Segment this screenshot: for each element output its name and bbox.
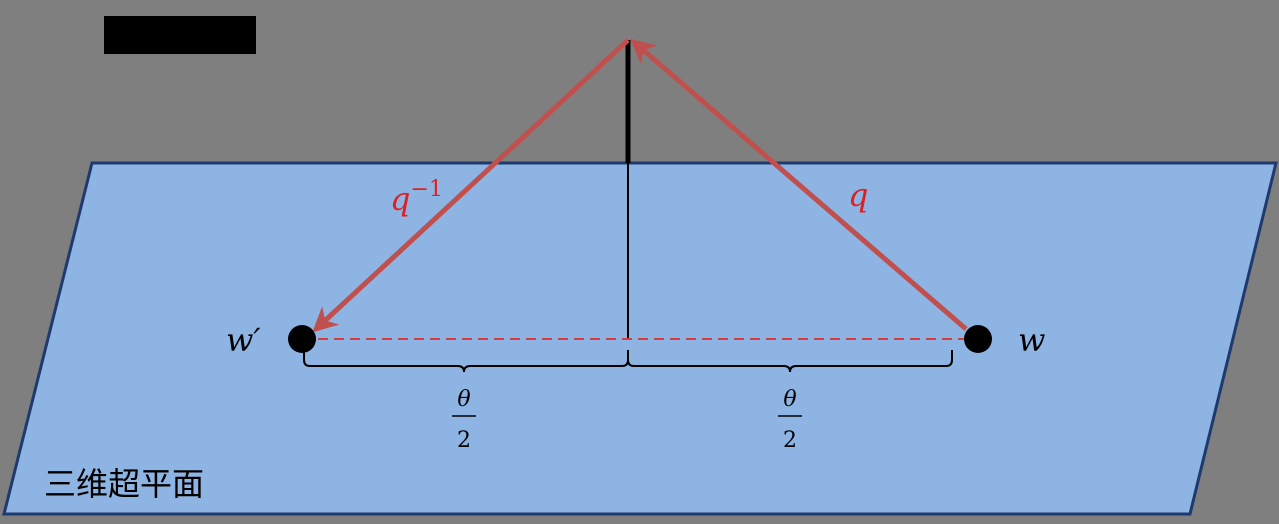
label-q-inverse-sup: −1	[410, 177, 442, 202]
header-label-box	[104, 16, 256, 54]
arrow-q	[630, 38, 968, 331]
brace-right	[627, 350, 953, 373]
brace-left-denominator: 2	[457, 428, 471, 453]
label-q: q	[848, 176, 868, 214]
brace-right-numerator: θ	[783, 387, 796, 412]
label-w-prime: w′	[226, 321, 261, 359]
brace-left-numerator: θ	[457, 387, 470, 412]
arrow-q-inverse	[312, 38, 630, 333]
plane-label: 三维超平面	[44, 465, 204, 503]
brace-right-denominator: 2	[783, 428, 797, 453]
point-w	[964, 325, 992, 353]
point-w-prime	[288, 325, 316, 353]
brace-left	[303, 350, 629, 373]
label-w: w	[1018, 321, 1045, 359]
label-q-inverse-base: q	[390, 180, 410, 218]
label-q-inverse: q−1	[390, 177, 443, 218]
